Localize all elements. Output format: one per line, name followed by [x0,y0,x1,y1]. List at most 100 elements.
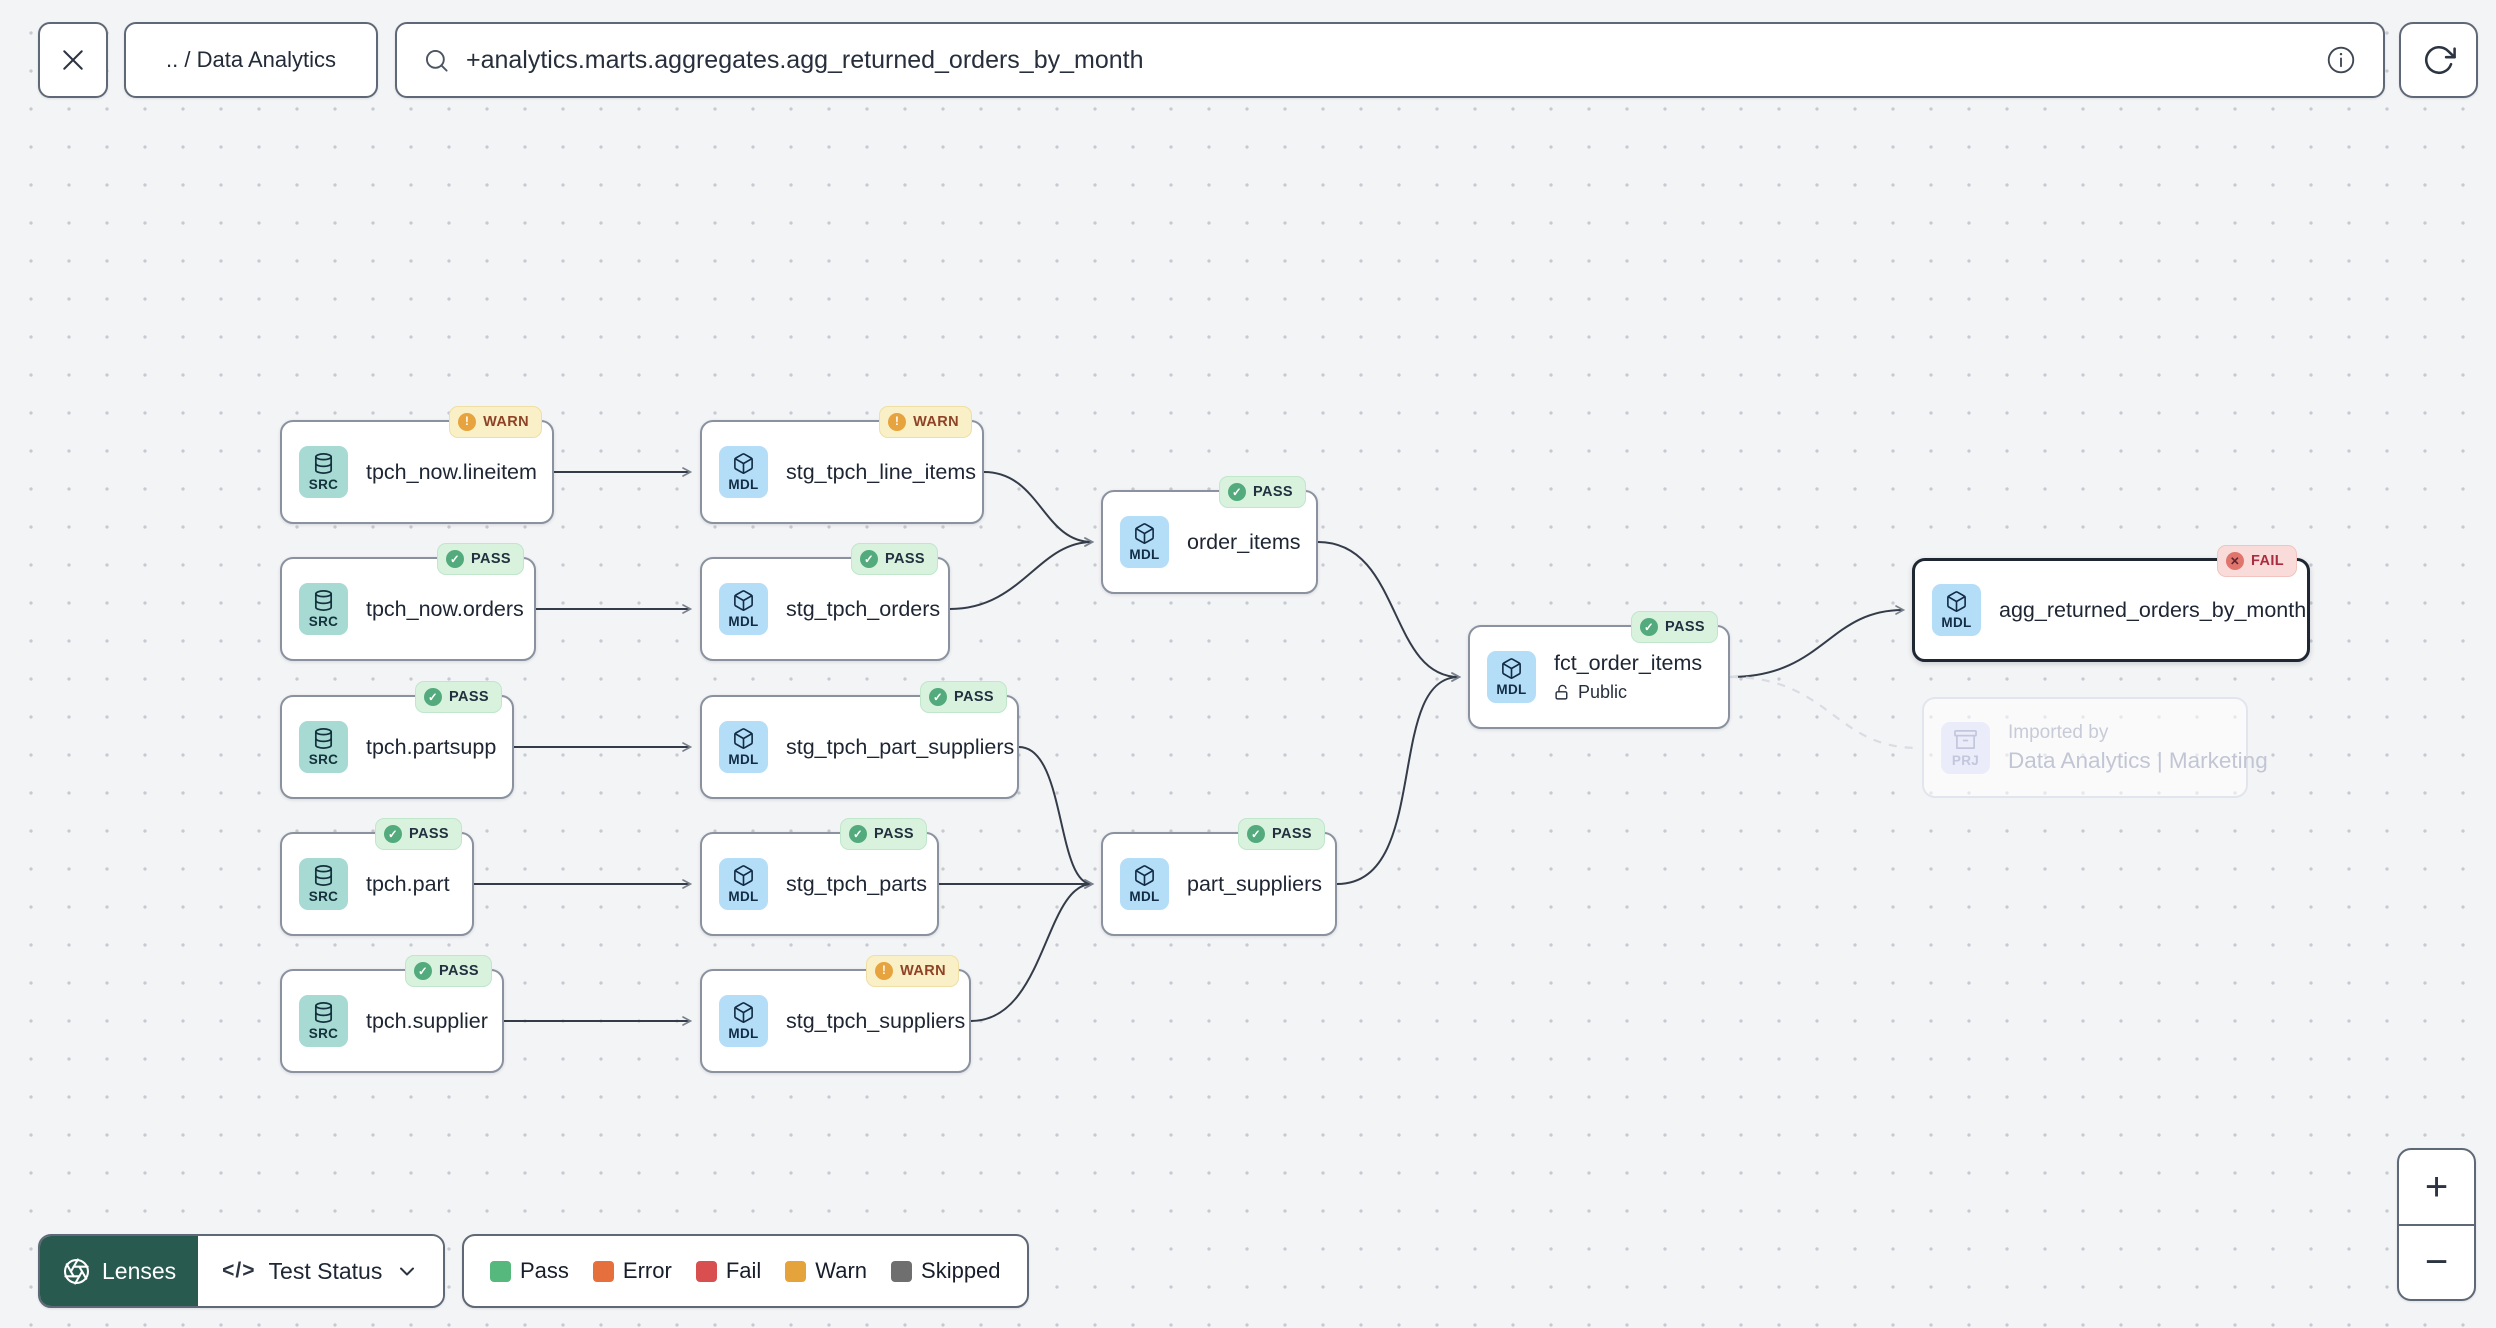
node-text: tpch.partsupp [366,735,518,760]
status-badge-pass: ✓PASS [1218,476,1306,508]
lens-selector-label: Test Status [268,1257,383,1284]
node-kind-label: MDL [1129,547,1160,563]
fail-status-icon: ✕ [2225,552,2244,570]
node-kind-label: MDL [728,889,759,905]
status-badge-label: PASS [438,963,479,979]
cube-icon [734,728,753,750]
node-label: stg_tpch_parts [786,871,928,896]
node-text: part_suppliers [1187,872,1344,897]
node-tpch_part[interactable]: SRC tpch.part ✓ PASS [280,818,474,936]
zoom-in-button[interactable]: + [2399,1150,2474,1226]
cube-icon [1502,658,1521,680]
mdl-type-chip: MDL [719,858,768,910]
status-badge-label: PASS [884,551,925,567]
node-label: tpch.part [366,871,450,896]
breadcrumb-label: .. / Data Analytics [166,47,336,72]
node-label: agg_returned_orders_by_month [1999,597,2307,622]
plus-icon: + [2424,1164,2449,1209]
legend-swatch-error [592,1260,614,1282]
src-type-chip: SRC [299,721,348,773]
search-icon [425,49,448,72]
node-access-label: Public [1578,682,1628,702]
database-icon [314,590,333,612]
status-badge-warn: !WARN [449,406,542,438]
edge [1336,672,1462,885]
status-badge-label: PASS [1252,484,1293,500]
node-kind-label: PRJ [1951,752,1980,768]
src-type-chip: SRC [299,858,348,910]
cube-icon [1135,523,1154,545]
warn-status-icon: ! [875,962,894,980]
edge [983,471,1095,547]
legend-label: Fail [725,1258,762,1283]
node-kind-label: SRC [308,477,339,493]
status-badge-pass: ✓PASS [404,955,492,987]
minus-icon: − [2424,1240,2449,1285]
edge [949,537,1095,610]
cube-icon [1947,591,1966,613]
status-badge-label: WARN [900,963,946,979]
legend-label: Pass [520,1258,569,1283]
node-label: stg_tpch_line_items [786,459,977,484]
node-kind-label: MDL [1941,615,1972,631]
cube-icon [734,453,753,475]
lenses-button[interactable]: Lenses [40,1236,199,1306]
search-input[interactable] [466,45,2309,75]
node-tpch_now_lineitem[interactable]: SRC tpch_now.lineitem !WARN [280,406,554,524]
database-icon [314,1002,333,1024]
pass-status-icon: ✓ [383,825,402,843]
breadcrumb[interactable]: .. / Data Analytics [124,22,378,98]
warn-status-icon: ! [888,413,907,431]
legend-item-pass: Pass [490,1258,569,1284]
close-icon [63,50,83,70]
node-kind-label: MDL [728,752,759,768]
warn-status-icon: ! [458,413,477,431]
status-badge-pass: ✓PASS [436,543,524,575]
legend-swatch-fail [695,1260,717,1282]
edge [970,879,1095,1022]
node-order_items[interactable]: MDL order_items ✓PASS [1101,476,1318,594]
zoom-out-button[interactable]: − [2399,1226,2474,1300]
search-bar[interactable] [395,22,2385,98]
node-kind-label: SRC [308,614,339,630]
info-icon[interactable] [2325,44,2357,76]
status-badge-pass: ✓PASS [839,818,927,850]
lens-selector[interactable]: </> Test Status [198,1236,444,1306]
node-text: stg_tpch_part_suppliers [786,735,1036,760]
node-label: tpch_now.lineitem [366,459,537,484]
status-badge-label: PASS [408,826,449,842]
mdl-type-chip: MDL [1932,584,1981,636]
node-text: tpch.supplier [366,1009,510,1034]
node-label: tpch.partsupp [366,734,497,759]
status-badge-label: PASS [953,689,994,705]
legend-item-warn: Warn [785,1258,867,1284]
node-stg_tpch_parts[interactable]: MDL stg_tpch_parts ✓PASS [700,818,939,936]
refresh-icon [2424,46,2456,74]
node-text: stg_tpch_orders [786,597,962,622]
database-icon [314,728,333,750]
legend-label: Warn [815,1258,868,1283]
mdl-type-chip: MDL [719,721,768,773]
lens-controls: Lenses </> Test Status [38,1234,446,1308]
database-icon [314,865,333,887]
status-badge-warn: !WARN [879,406,972,438]
legend-item-skipped: Skipped [891,1258,1001,1284]
refresh-button[interactable] [2399,22,2478,98]
close-button[interactable] [38,22,108,98]
node-label: order_items [1187,529,1301,554]
mdl-type-chip: MDL [1120,516,1169,568]
